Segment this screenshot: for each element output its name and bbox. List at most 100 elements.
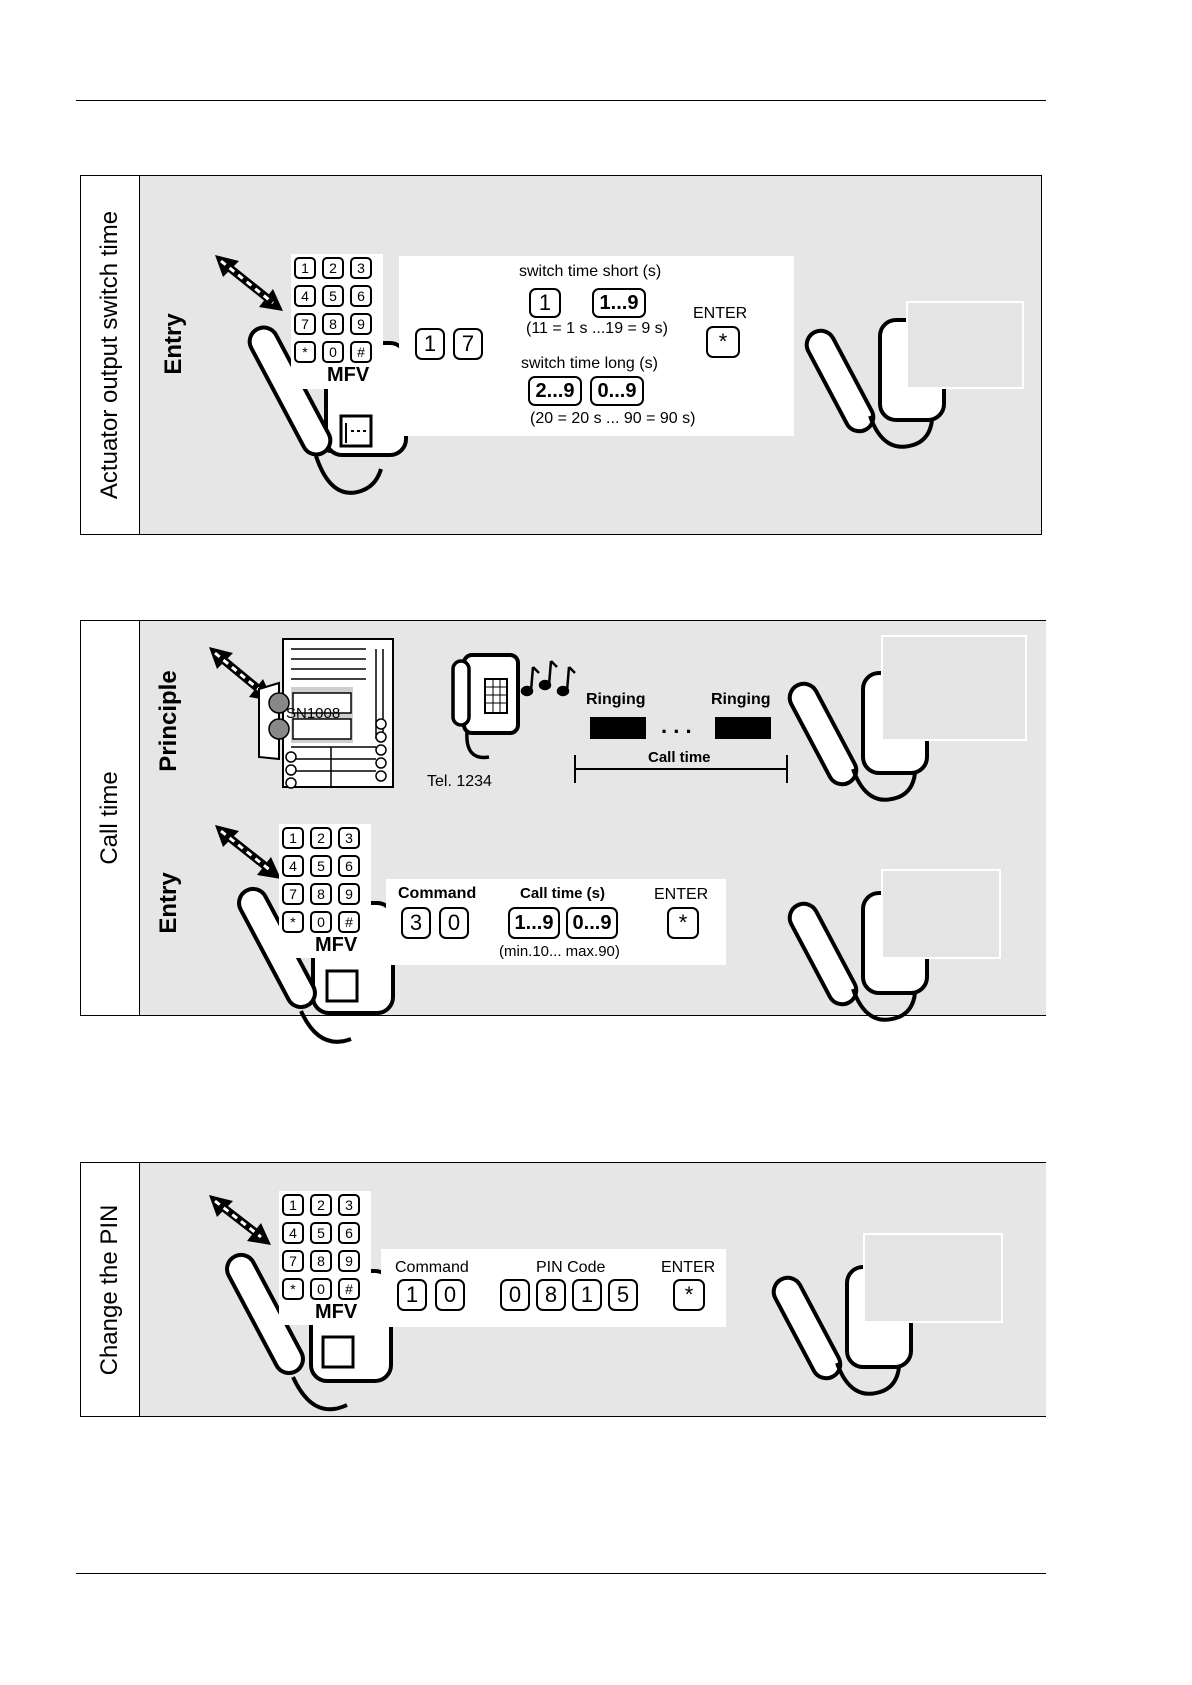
keypad-key[interactable]: 1 bbox=[294, 257, 316, 279]
side-title-box: Change the PIN bbox=[81, 1163, 140, 1416]
ringing-dots: . . . bbox=[661, 713, 692, 738]
keypad: 1 2 3 4 5 6 7 8 9 * 0 # MFV bbox=[279, 824, 371, 958]
status-box bbox=[906, 301, 1024, 389]
instruction-box: Command 3 0 Call time (s) 1...9 0...9 (m… bbox=[386, 879, 726, 965]
keypad-key[interactable]: 0 bbox=[322, 341, 344, 363]
enter-label: ENTER bbox=[693, 305, 748, 322]
header-rule bbox=[76, 100, 1046, 101]
keypad-key[interactable]: 4 bbox=[282, 855, 304, 877]
telephone-icon bbox=[215, 255, 408, 495]
footer-rule bbox=[76, 1573, 1046, 1574]
enter-key[interactable]: * bbox=[706, 326, 740, 358]
status-box bbox=[881, 635, 1027, 741]
keypad-key[interactable]: 9 bbox=[350, 313, 372, 335]
entry-label: Entry bbox=[160, 313, 187, 375]
keypad-key[interactable]: 2 bbox=[310, 1194, 332, 1216]
keypad-key[interactable]: 2 bbox=[310, 827, 332, 849]
section-title: Actuator output switch time bbox=[96, 210, 123, 500]
keypad: 1 2 3 4 5 6 7 8 9 * 0 # MFV bbox=[279, 1191, 371, 1325]
keypad-key[interactable]: * bbox=[282, 911, 304, 933]
keypad-key[interactable]: 4 bbox=[294, 285, 316, 307]
keypad-key[interactable]: 0 bbox=[310, 911, 332, 933]
keypad-key[interactable]: 8 bbox=[322, 313, 344, 335]
keypad-key[interactable]: 7 bbox=[282, 883, 304, 905]
keypad-key[interactable]: 7 bbox=[282, 1250, 304, 1272]
command-label: Command bbox=[395, 1259, 469, 1276]
panel-name: SN1008 bbox=[286, 705, 341, 722]
command-key[interactable]: 0 bbox=[439, 907, 469, 939]
enter-label: ENTER bbox=[661, 1259, 716, 1276]
pin-key[interactable]: 0 bbox=[500, 1279, 530, 1311]
pin-key[interactable]: 1 bbox=[572, 1279, 602, 1311]
call-time-label: Call time bbox=[648, 749, 711, 766]
pin-label: PIN Code bbox=[536, 1259, 606, 1276]
section-call-time: Call time Principle Entry SN1008 bbox=[80, 620, 1046, 1044]
side-title-box: Actuator output switch time bbox=[81, 176, 140, 534]
keypad-key[interactable]: 3 bbox=[350, 257, 372, 279]
keypad-key[interactable]: 6 bbox=[338, 1222, 360, 1244]
long-key[interactable]: 2...9 bbox=[528, 376, 582, 406]
pin-key[interactable]: 8 bbox=[536, 1279, 566, 1311]
keypad-key[interactable]: 7 bbox=[294, 313, 316, 335]
keypad-key[interactable]: 6 bbox=[338, 855, 360, 877]
keypad-key[interactable]: 0 bbox=[310, 1278, 332, 1300]
short-key[interactable]: 1 bbox=[529, 288, 561, 318]
enter-key[interactable]: * bbox=[673, 1279, 705, 1311]
keypad-key[interactable]: 3 bbox=[338, 827, 360, 849]
calltime-label: Call time (s) bbox=[520, 885, 606, 902]
keypad-key[interactable]: 4 bbox=[282, 1222, 304, 1244]
mfv-label: MFV bbox=[315, 1301, 358, 1323]
short-note: (11 = 1 s ...19 = 9 s) bbox=[526, 320, 668, 337]
keypad-key[interactable]: 3 bbox=[338, 1194, 360, 1216]
keypad-key[interactable]: 8 bbox=[310, 1250, 332, 1272]
keypad-key[interactable]: 5 bbox=[310, 855, 332, 877]
keypad-key[interactable]: 1 bbox=[282, 1194, 304, 1216]
keypad-key[interactable]: 9 bbox=[338, 1250, 360, 1272]
keypad-key[interactable]: 1 bbox=[282, 827, 304, 849]
principle-label: Principle bbox=[155, 670, 182, 772]
keypad-key[interactable]: 5 bbox=[310, 1222, 332, 1244]
long-label: switch time long (s) bbox=[521, 355, 658, 372]
keypad-key[interactable]: # bbox=[350, 341, 372, 363]
telephone-icon bbox=[215, 825, 395, 1044]
status-box bbox=[881, 869, 1001, 959]
desk-phone-icon bbox=[451, 653, 576, 760]
short-label: switch time short (s) bbox=[519, 263, 662, 280]
keypad-key[interactable]: 2 bbox=[322, 257, 344, 279]
long-key[interactable]: 0...9 bbox=[590, 376, 644, 406]
keypad-key[interactable]: 6 bbox=[350, 285, 372, 307]
ringing-bar bbox=[715, 717, 771, 739]
keypad-key[interactable]: 9 bbox=[338, 883, 360, 905]
section-title: Call time bbox=[96, 771, 123, 865]
enter-label: ENTER bbox=[654, 886, 709, 903]
keypad-key[interactable]: * bbox=[282, 1278, 304, 1300]
keypad-key[interactable]: # bbox=[338, 911, 360, 933]
command-key[interactable]: 7 bbox=[453, 328, 483, 360]
keypad: 1 2 3 4 5 6 7 8 9 * 0 # MFV bbox=[291, 254, 383, 389]
keypad-key[interactable]: 5 bbox=[322, 285, 344, 307]
instruction-box: 1 7 switch time short (s) 1 1...9 (11 = … bbox=[399, 256, 794, 436]
mfv-label: MFV bbox=[327, 364, 370, 386]
calltime-note: (min.10... max.90) bbox=[499, 943, 620, 960]
short-key[interactable]: 1...9 bbox=[592, 288, 646, 318]
keypad-key[interactable]: 8 bbox=[310, 883, 332, 905]
door-station-icon bbox=[209, 638, 394, 789]
enter-key[interactable]: * bbox=[667, 907, 699, 939]
command-key[interactable]: 1 bbox=[415, 328, 445, 360]
calltime-key[interactable]: 1...9 bbox=[508, 907, 560, 939]
keypad-key[interactable]: # bbox=[338, 1278, 360, 1300]
command-key[interactable]: 3 bbox=[401, 907, 431, 939]
pin-key[interactable]: 5 bbox=[608, 1279, 638, 1311]
command-key[interactable]: 0 bbox=[435, 1279, 465, 1311]
mfv-label: MFV bbox=[315, 934, 358, 956]
section-change-pin: Change the PIN 1 2 3 4 5 6 7 8 9 * 0 # M… bbox=[80, 1162, 1046, 1417]
command-key[interactable]: 1 bbox=[397, 1279, 427, 1311]
entry-label: Entry bbox=[155, 872, 182, 934]
ringing-label: Ringing bbox=[711, 691, 771, 708]
call-time-bracket bbox=[574, 755, 788, 783]
keypad-key[interactable]: * bbox=[294, 341, 316, 363]
command-label: Command bbox=[398, 885, 477, 902]
side-title-box: Call time bbox=[81, 621, 140, 1015]
calltime-key[interactable]: 0...9 bbox=[566, 907, 618, 939]
section-switch-time: Actuator output switch time Entry 1 2 3 … bbox=[80, 175, 1042, 535]
